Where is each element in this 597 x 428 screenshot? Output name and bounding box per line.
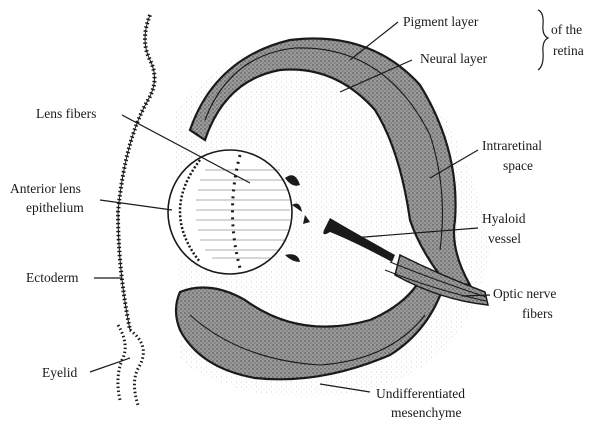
label-ectoderm: Ectoderm <box>26 270 79 285</box>
label-of-the: of the <box>551 22 582 37</box>
label-anterior-lens-line1: Anterior lens <box>10 181 81 196</box>
label-neural-layer: Neural layer <box>420 51 488 66</box>
label-anterior-lens-line2: epithelium <box>26 200 84 215</box>
label-eyelid: Eyelid <box>42 365 77 380</box>
leader-anterior-lens <box>100 200 172 210</box>
label-optic-nerve-line2: fibers <box>522 306 553 321</box>
label-undifferentiated-line1: Undifferentiated <box>376 386 465 401</box>
label-lens-fibers: Lens fibers <box>36 106 96 121</box>
label-optic-nerve-line1: Optic nerve <box>493 286 556 301</box>
label-hyaloid-line2: vessel <box>488 231 521 246</box>
label-hyaloid-line1: Hyaloid <box>482 211 526 226</box>
label-pigment-layer: Pigment layer <box>403 14 479 29</box>
lens <box>168 150 292 274</box>
label-retina: retina <box>553 43 584 58</box>
eyelid-fold <box>118 325 143 405</box>
retina-brace <box>538 10 548 70</box>
label-undifferentiated-line2: mesenchyme <box>391 405 461 420</box>
label-intraretinal-line2: space <box>503 158 533 173</box>
leader-eyelid <box>90 358 130 372</box>
label-intraretinal-line1: Intraretinal <box>482 138 542 153</box>
